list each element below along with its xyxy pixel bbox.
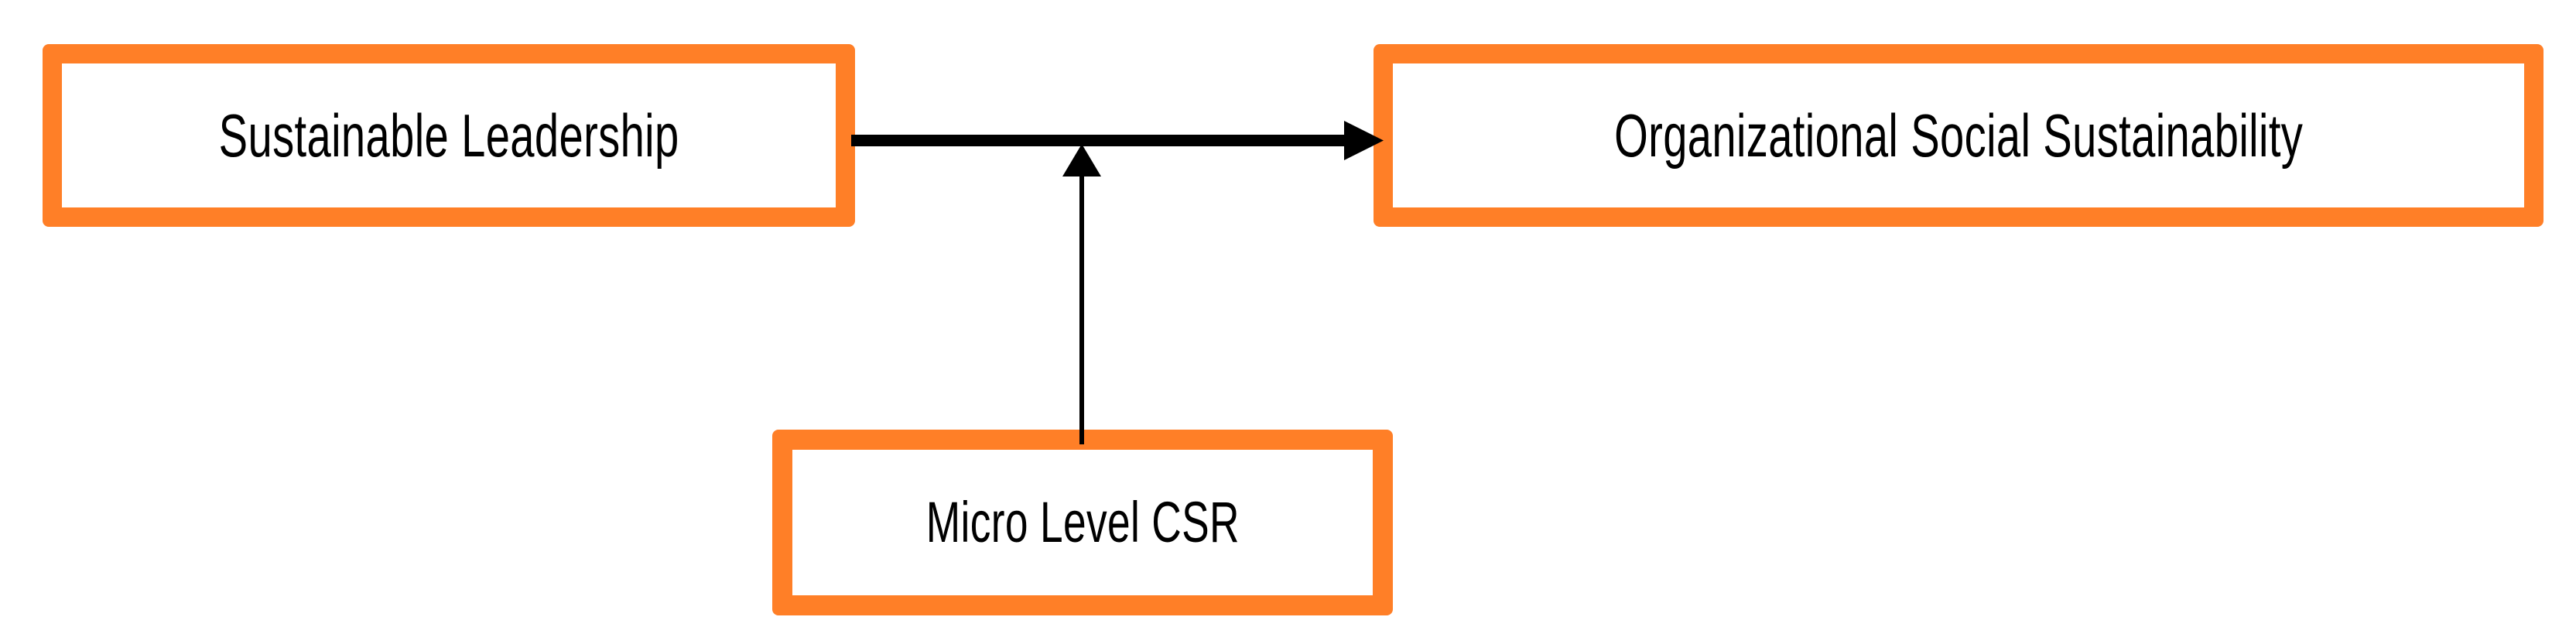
edge-sustainable-leadership-to-organizational-social-sustainability[interactable] <box>851 121 1384 160</box>
node-micro-level-csr[interactable]: Micro Level CSR <box>772 430 1393 615</box>
edge-micro-level-csr-to-path[interactable] <box>1062 144 1101 444</box>
node-label-micro-level-csr: Micro Level CSR <box>925 490 1240 554</box>
node-label-organizational-social-sustainability: Organizational Social Sustainability <box>1613 101 2304 170</box>
node-label-sustainable-leadership: Sustainable Leadership <box>218 101 679 170</box>
node-organizational-social-sustainability[interactable]: Organizational Social Sustainability <box>1374 44 2544 227</box>
node-sustainable-leadership[interactable]: Sustainable Leadership <box>43 44 855 227</box>
